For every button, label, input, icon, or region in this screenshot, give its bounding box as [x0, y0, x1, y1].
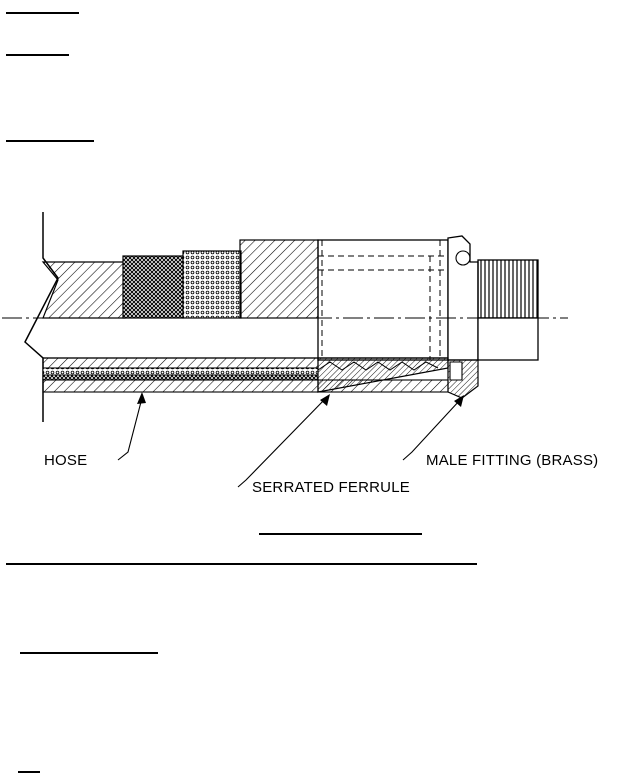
hose-braid-layer	[122, 255, 184, 319]
heading-rule-1	[6, 12, 79, 14]
serrated-ferrule-callout: SERRATED FERRULE	[252, 479, 410, 496]
male-fitting-shoulder	[447, 235, 479, 361]
ferrule-outline	[317, 239, 449, 361]
male-fitting-threads	[477, 259, 539, 319]
figure-caption-rule	[259, 533, 422, 535]
ferrule-cut-section	[239, 239, 319, 319]
heading-rule-2	[6, 54, 69, 56]
footer-rule	[18, 771, 40, 773]
hose-lower-wall	[42, 357, 319, 369]
section-rule-long	[6, 563, 477, 565]
hose-callout: HOSE	[44, 452, 88, 469]
hose-inner-tube	[182, 250, 242, 319]
heading-rule-3	[6, 140, 94, 142]
section-rule-short	[20, 652, 158, 654]
male-fitting-callout: MALE FITTING (BRASS)	[426, 452, 599, 469]
hose-outer-cover-upper	[41, 261, 126, 319]
